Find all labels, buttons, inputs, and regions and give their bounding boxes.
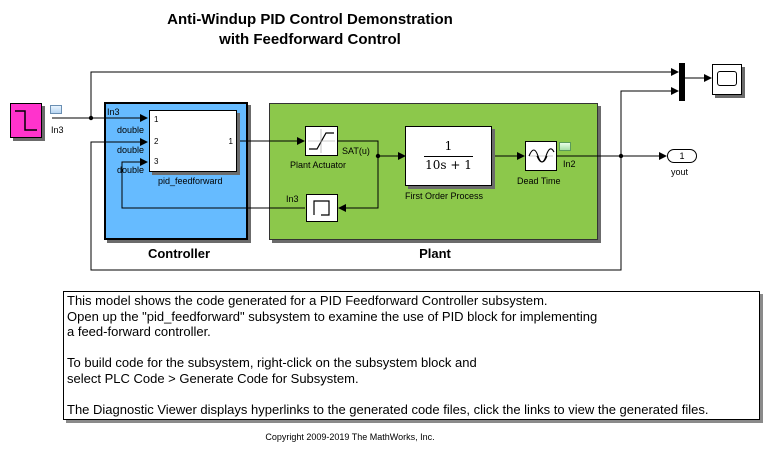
title-line-1: Anti-Windup PID Control Demonstration — [167, 11, 453, 28]
controller-inport-label: In3 — [107, 107, 120, 117]
yout-port-number: 1 — [679, 151, 685, 161]
measurement-to-mux-line — [620, 87, 679, 156]
saturation-output-label: SAT(u) — [342, 146, 370, 156]
scope-block[interactable] — [712, 64, 742, 95]
in3-goto-block[interactable] — [306, 194, 338, 222]
port-type-2: double — [117, 145, 145, 155]
note-line: The Diagnostic Viewer displays hyperlink… — [67, 401, 709, 417]
yout-label: yout — [671, 167, 689, 177]
in3-source-label: In3 — [51, 125, 64, 135]
plant-actuator-label: Plant Actuator — [290, 160, 347, 170]
saturation-to-port3-line — [121, 158, 305, 209]
pid-in-port-3: 3 — [154, 157, 159, 166]
pid-in-port-2: 2 — [154, 137, 159, 146]
reference-signal-line — [52, 68, 679, 119]
note-line — [67, 340, 759, 356]
copyright-text: Copyright 2009-2019 The MathWorks, Inc. — [265, 432, 435, 442]
scope-icon — [717, 71, 737, 86]
first-order-process-label: First Order Process — [405, 191, 484, 201]
saturation-feedback-line — [338, 156, 379, 212]
actuator-output-line — [338, 140, 406, 160]
title-line-2: with Feedforward Control — [219, 31, 401, 48]
port-type-3: double — [117, 165, 145, 175]
note-line: select PLC Code > Generate Code for Subs… — [67, 370, 359, 386]
transfer-numerator: 1 — [444, 139, 453, 153]
model-description-note: This model shows the code generated for … — [63, 291, 760, 420]
transport-delay-icon — [528, 148, 555, 163]
controller-label: Controller — [147, 246, 211, 261]
pid-in-port-1: 1 — [154, 115, 159, 124]
data-type-icon-dead-time — [559, 142, 571, 151]
note-line: To build code for the subsystem, right-c… — [67, 355, 477, 370]
plant-actuator-block[interactable] — [305, 126, 338, 156]
plant-label: Plant — [419, 246, 451, 261]
note-line — [67, 386, 759, 402]
measurement-feedback-line — [90, 138, 622, 271]
mux-block[interactable] — [679, 63, 685, 101]
yout-outport[interactable]: 1 — [667, 149, 697, 163]
transfer-denominator: 10s + 1 — [425, 158, 472, 172]
pid-out-port-1: 1 — [228, 137, 233, 146]
in2-label: In2 — [563, 159, 576, 169]
saturation-icon — [308, 129, 335, 153]
signal-source-icon — [15, 110, 37, 131]
note-line: This model shows the code generated for … — [67, 293, 548, 308]
note-line: a feed-forward controller. — [67, 324, 211, 339]
first-order-process-block[interactable]: 1 10s + 1 — [405, 126, 492, 186]
dead-time-block[interactable] — [525, 141, 557, 171]
transport-delay-icon — [313, 200, 330, 216]
in3-goto-label: In3 — [286, 194, 299, 204]
pid-feedforward-block[interactable]: 1 2 3 1 — [149, 110, 237, 172]
model-title: Anti-Windup PID Control Demonstration wi… — [120, 10, 500, 50]
signal-source-block[interactable] — [10, 103, 42, 138]
dead-time-label: Dead Time — [517, 176, 561, 186]
pid-feedforward-label: pid_feedforward — [158, 176, 223, 186]
transfer-fraction-bar — [424, 156, 473, 157]
data-type-icon — [50, 105, 62, 114]
port-type-1: double — [117, 125, 145, 135]
note-line: Open up the "pid_feedforward" subsystem … — [67, 308, 598, 324]
